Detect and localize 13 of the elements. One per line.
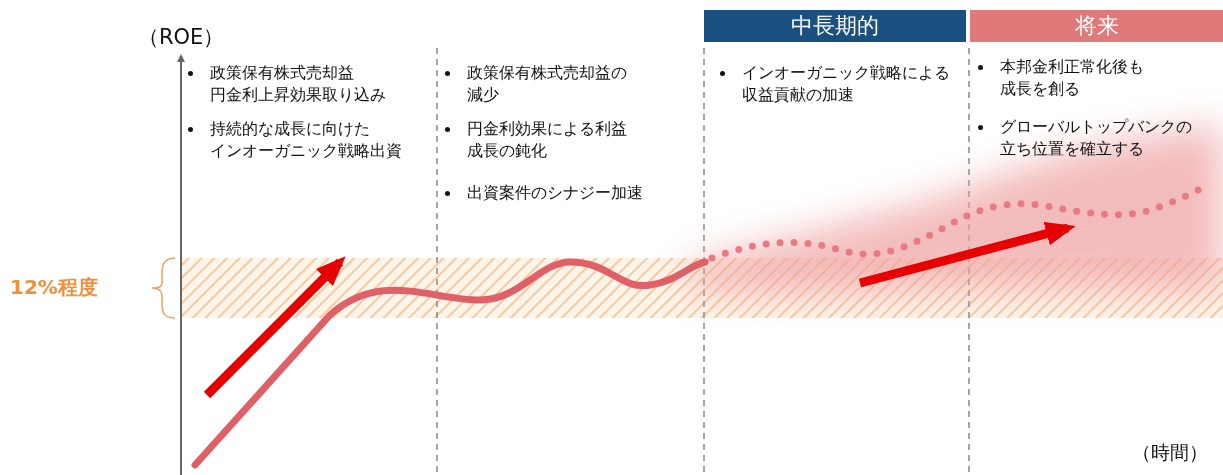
bullet-item: 本邦金利正常化後も成長を創る: [1000, 56, 1144, 100]
bullet-item: 政策保有株式売却益円金利上昇効果取り込み: [210, 62, 386, 106]
bullet-item: インオーガニック戦略による収益貢献の加速: [742, 62, 950, 106]
range-label: 12%程度: [10, 276, 98, 298]
bullet-item: 持続的な成長に向けたインオーガニック戦略出資: [210, 118, 402, 162]
bullet-item: 出資案件のシナジー加速: [467, 182, 643, 204]
period-header: 将来: [970, 10, 1223, 42]
axis-label: （時間）: [1132, 440, 1208, 464]
bullet-item: 政策保有株式売却益の減少: [467, 62, 627, 106]
axis-label: （ROE）: [138, 24, 225, 50]
bullet-item: 円金利効果による利益成長の鈍化: [467, 118, 627, 162]
bullet-item: グローバルトップバンクの立ち位置を確立する: [1000, 116, 1192, 160]
period-header: 中長期的: [704, 10, 966, 42]
